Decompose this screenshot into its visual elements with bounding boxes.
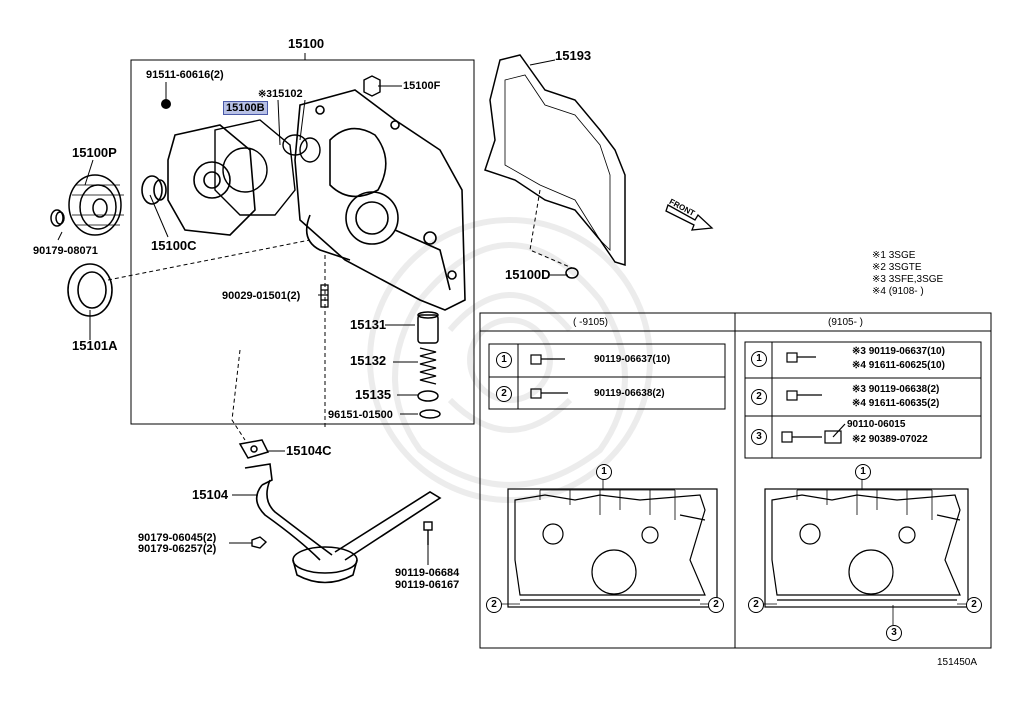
bolt-91511 [161,99,171,109]
relief-valve-15131 [417,311,439,344]
part-label-15100C[interactable]: 15100C [151,238,197,253]
main-group-box [130,59,475,425]
bolt-90119-06684 [423,521,433,545]
part-label-90179-08071[interactable]: 90179-08071 [33,245,98,257]
watermark-emblem [367,217,653,503]
callout-lines [501,478,967,625]
callout-left-2b: 2 [708,597,724,613]
bolt-table [479,312,992,649]
leader-lines [57,59,573,565]
timing-cover-15193 [484,54,626,267]
table-left-row1-num: 1 [496,352,512,368]
table-left-row1-text[interactable]: 90119-06637(10) [594,354,671,365]
callout-right-3: 3 [886,625,902,641]
plug-15100D [565,267,579,279]
note-4: ※4 (9108- ) [872,286,924,297]
bolt-90179-08071 [50,209,65,227]
table-left-row2-num: 2 [496,386,512,402]
oil-pump-gasket [214,119,296,216]
diagram-id: 151450A [937,657,978,668]
pulley-15100P [68,174,124,236]
oil-seal-15101A [67,263,113,317]
callout-right-1: 1 [855,464,871,480]
strainer-15104 [244,463,442,584]
table-right-header: (9105- ) [828,317,864,328]
table-right-row3-line1[interactable]: 90110-06015 [847,419,906,430]
callout-right-2a: 2 [748,597,764,613]
plug-15135 [417,390,439,402]
table-right-row1-line1[interactable]: ※3 90119-06637(10) [852,346,945,357]
part-label-96151[interactable]: 96151-01500 [328,409,393,421]
table-right-row3-num: 3 [751,429,767,445]
part-label-15132[interactable]: 15132 [350,353,387,368]
gasket-15104C [238,439,270,459]
table-right-row2-line1[interactable]: ※3 90119-06638(2) [852,384,940,395]
spring-15132 [419,347,437,385]
table-right-row1-line2[interactable]: ※4 91611-60625(10) [852,360,945,371]
part-label-15135[interactable]: 15135 [355,387,392,402]
table-left-row2-text[interactable]: 90119-06638(2) [594,388,665,399]
note-3: ※3 3SFE,3SGE [872,274,944,285]
table-right-row3-line2[interactable]: ※2 90389-07022 [852,434,928,445]
part-label-15100D[interactable]: 15100D [505,267,551,282]
table-right-row2-num: 2 [751,389,767,405]
part-label-15193[interactable]: 15193 [555,48,592,63]
engine-block-right [764,488,969,608]
table-right-row2-line2[interactable]: ※4 91611-60635(2) [852,398,940,409]
main-group-label: 15100 [288,36,325,51]
part-label-90119-06167[interactable]: 90119-06167 [395,579,460,591]
table-bolt-icons [530,352,846,444]
part-label-91511[interactable]: 91511-60616(2) [146,69,224,81]
part-label-90119-06684[interactable]: 90119-06684 [395,567,460,579]
callout-left-1: 1 [596,464,612,480]
callout-left-2a: 2 [486,597,502,613]
callout-right-2b: 2 [966,597,982,613]
part-label-90029[interactable]: 90029-01501(2) [222,290,301,302]
part-label-15100F[interactable]: 15100F [403,80,441,92]
part-label-15104[interactable]: 15104 [192,487,229,502]
drive-rotor [282,134,321,163]
seal-15100C [141,175,167,205]
stud-90029 [320,284,329,308]
table-left-header: ( -9105) [573,317,609,328]
engine-block-left [507,488,718,608]
part-label-15100B[interactable]: 15100B [223,101,268,115]
part-label-90179-06257[interactable]: 90179-06257(2) [138,543,217,555]
oil-pump-housing [294,89,466,311]
front-arrow-icon [665,204,714,231]
part-label-15131[interactable]: 15131 [350,317,387,332]
gasket-96151 [419,409,441,419]
table-right-row1-num: 1 [751,351,767,367]
note-2: ※2 3SGTE [872,262,922,273]
note-1: ※1 3SGE [872,250,916,261]
part-label-15104C[interactable]: 15104C [286,443,332,458]
part-mark-15102: ※3 [258,89,272,100]
part-label-90179-06045[interactable]: 90179-06045(2) [138,532,217,544]
part-label-15102[interactable]: 15102 [272,88,303,100]
nut-90179-06045 [251,536,268,549]
bolt-15100F [363,75,381,97]
part-label-15100P[interactable]: 15100P [72,145,117,160]
oil-pump-cover [167,124,256,236]
part-label-15101A[interactable]: 15101A [72,338,118,353]
